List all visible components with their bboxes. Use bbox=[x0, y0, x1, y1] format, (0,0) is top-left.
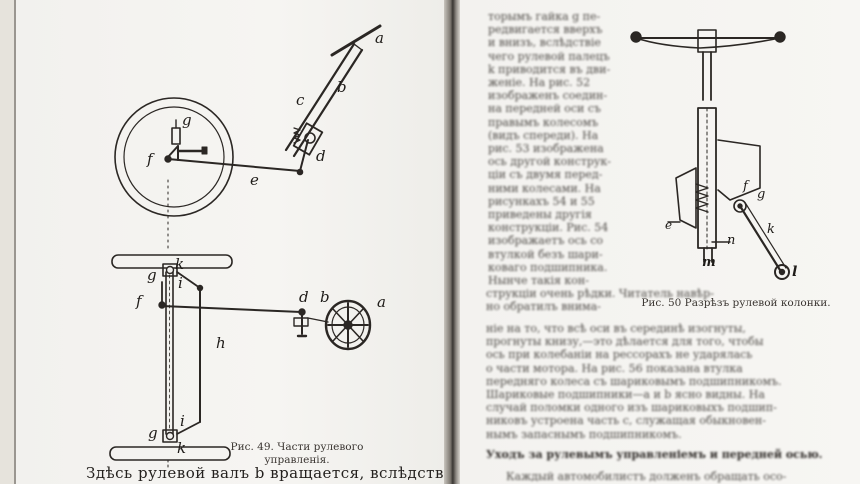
text-line: ціи съ двумя перед- bbox=[488, 168, 603, 182]
text-line: о части мотора. На рис. 56 показана втул… bbox=[486, 361, 743, 375]
label-h-mid: h bbox=[216, 334, 226, 352]
text-line: передняго колеса съ шариковымъ подшипник… bbox=[486, 374, 782, 388]
text-line: ось при колебаніи на рессорахъ не ударял… bbox=[486, 348, 753, 362]
text-line: втулкой безъ шари- bbox=[488, 247, 603, 261]
text-line: изображенъ соедин- bbox=[488, 89, 608, 103]
figure-50-caption: Рис. 50 Разрѣзъ рулевой колонки. bbox=[641, 297, 831, 309]
text-line: редвигается вверхъ bbox=[488, 23, 603, 37]
text-line: случай поломки одного изъ шариковыхъ под… bbox=[486, 401, 777, 415]
text-line: коваго подшипника. bbox=[488, 260, 608, 274]
text-line: Шариковые подшипники—a и b ясно видны. Н… bbox=[486, 388, 765, 401]
label-m-fig50: m bbox=[702, 255, 716, 270]
text-line: (видъ спереди). На bbox=[488, 128, 599, 142]
text-line: приведены другія bbox=[488, 208, 592, 221]
text-line: k приводится въ дви- bbox=[488, 62, 611, 76]
text-line: изображаетъ ось со bbox=[488, 234, 603, 248]
right-page-last-line: Каждый автомобилистъ долженъ обращать ос… bbox=[506, 470, 787, 483]
text-line: торымъ гайка g пе- bbox=[488, 10, 601, 23]
text-line: Нынче такія кон- bbox=[488, 274, 589, 287]
label-f-fig50: f bbox=[743, 179, 748, 194]
label-i-mid: i bbox=[178, 274, 183, 292]
label-i-bot: i bbox=[180, 412, 185, 430]
label-d-top: d bbox=[316, 147, 326, 165]
label-b-mid: b bbox=[320, 288, 330, 306]
text-line: никовъ устроена часть c, служащая обыкно… bbox=[486, 414, 766, 428]
text-line: правымъ колесомъ bbox=[488, 115, 599, 129]
figure-49-caption-line1: Рис. 49. Части рулевого bbox=[230, 441, 364, 453]
label-g-mid: g bbox=[147, 266, 157, 284]
text-line: нымъ запаснымъ подшипникомъ. bbox=[486, 427, 682, 441]
label-a-mid: a bbox=[377, 293, 386, 311]
text-line: струкціи очень рѣдки. Читатель навѣр- bbox=[486, 287, 714, 301]
label-f-mid: f bbox=[136, 292, 142, 310]
text-line: на передней оси съ bbox=[488, 102, 601, 116]
text-line: и внизъ, вслѣдствіе bbox=[488, 36, 601, 50]
label-n-fig50: n bbox=[727, 233, 736, 248]
text-line: рис. 53 изображена bbox=[488, 142, 604, 155]
text-line: прогнуты книзу,—это дѣлается для того, ч… bbox=[486, 335, 764, 349]
figure-49-caption-line2: управленія. bbox=[264, 454, 330, 466]
left-page-bottom-text: Здѣсь рулевой валъ b вращается, вслѣдств… bbox=[86, 464, 459, 482]
book-gutter bbox=[444, 0, 460, 484]
label-l-fig50: l bbox=[792, 264, 798, 280]
label-a-top: a bbox=[375, 29, 384, 47]
figure-49-caption: Рис. 49. Части рулевого управленія. bbox=[222, 441, 372, 467]
left-page: a b c d e f g k g f i h d b a g i k Рис.… bbox=[14, 0, 446, 484]
label-c-top: c bbox=[296, 91, 305, 109]
label-g-top: g bbox=[182, 111, 192, 129]
text-line: рисункахъ 54 и 55 bbox=[488, 194, 595, 208]
section-heading: Уходъ за рулевымъ управленіемъ и передне… bbox=[486, 448, 823, 461]
text-line: ось другой конструк- bbox=[488, 155, 611, 169]
label-g-fig50: g bbox=[757, 187, 766, 202]
right-page: f g e n m k l Рис. 50 Разрѣзъ рулевой ко… bbox=[460, 0, 860, 484]
text-line: ніе на то, что всѣ оси въ серединѣ изогн… bbox=[486, 322, 746, 335]
label-f-top: f bbox=[147, 150, 153, 168]
label-g-bot: g bbox=[148, 424, 158, 442]
label-k-bot: k bbox=[177, 439, 187, 457]
label-k-mid: k bbox=[175, 255, 185, 273]
text-line: женіе. На рис. 52 bbox=[488, 76, 591, 89]
label-b-top: b bbox=[337, 78, 347, 96]
figure-50-steering-column-section bbox=[630, 29, 790, 280]
label-k-fig50: k bbox=[767, 222, 775, 237]
label-d-mid: d bbox=[299, 288, 309, 306]
text-line: конструкціи. Рис. 54 bbox=[488, 221, 609, 235]
figure-49-steering-parts bbox=[109, 24, 382, 471]
label-e-fig50: e bbox=[665, 218, 673, 232]
text-line: но обратилъ внима- bbox=[486, 300, 601, 314]
text-line: чего рулевой палецъ bbox=[488, 49, 610, 63]
label-e-top: e bbox=[250, 171, 259, 189]
text-line: ними колесами. На bbox=[488, 181, 601, 195]
